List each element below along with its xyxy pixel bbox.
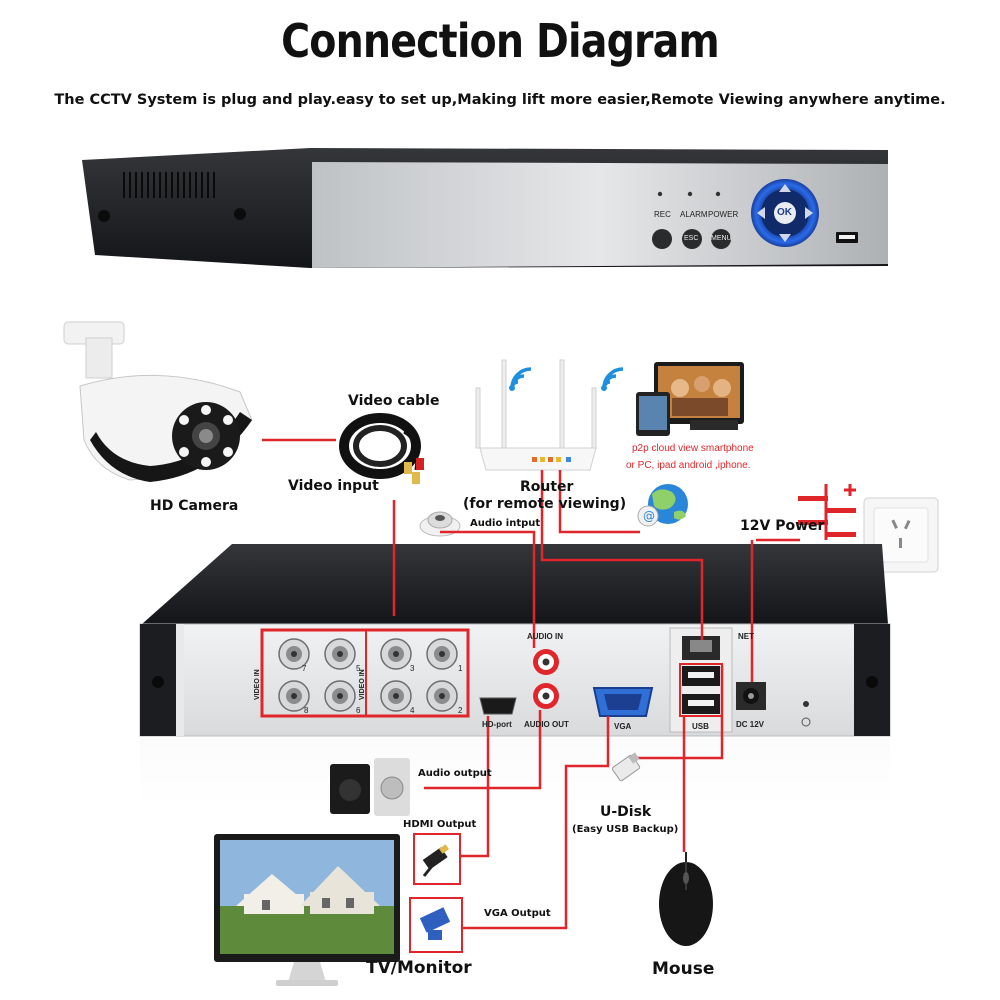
dvr-rear-unit xyxy=(139,544,891,737)
bnc-connectors xyxy=(278,638,458,712)
video-cable-image xyxy=(339,413,424,484)
ch4-label: 4 xyxy=(410,706,415,715)
usb-disk-image xyxy=(611,752,641,782)
audio-in-label: AUDIO IN xyxy=(527,632,563,641)
ok-button[interactable] xyxy=(774,202,796,224)
vga-output-label: VGA Output xyxy=(484,908,551,919)
u-disk-label: U-Disk xyxy=(600,804,652,820)
audio-input-label: Audio intput xyxy=(470,518,541,529)
speaker-image xyxy=(330,758,410,816)
vga-cable-image xyxy=(409,897,463,953)
hdmi-cable-image xyxy=(413,833,461,885)
left-arrow-icon xyxy=(757,207,765,219)
ch6-label: 6 xyxy=(356,706,361,715)
dvr-front-unit xyxy=(82,148,888,268)
connection-lines xyxy=(262,438,800,930)
usb-port xyxy=(682,666,720,686)
hdmi-port xyxy=(479,697,517,715)
hd-camera-label: HD Camera xyxy=(150,498,239,514)
wifi-icon xyxy=(510,367,532,389)
router-image xyxy=(475,359,597,471)
vga-port xyxy=(592,687,654,717)
page-subtitle: The CCTV System is plug and play.easy to… xyxy=(54,92,946,108)
ch1-label: 1 xyxy=(458,664,463,673)
u-disk-note-label: (Easy USB Backup) xyxy=(572,824,679,835)
ch5-label: 5 xyxy=(356,664,361,673)
hdmi-output-label: HDMI Output xyxy=(403,819,477,830)
mouse-image xyxy=(659,852,713,946)
svg-text:@: @ xyxy=(643,509,655,523)
hd-camera-image xyxy=(63,321,253,482)
right-arrow-icon xyxy=(805,207,813,219)
screw-hole xyxy=(234,208,246,220)
power-label: POWER xyxy=(708,210,739,219)
video-in-label: VIDEO IN xyxy=(254,669,261,700)
power-12v-label: 12V Power xyxy=(740,518,825,534)
wifi-icon xyxy=(602,367,624,389)
net-label: NET xyxy=(738,632,754,641)
dc-power-symbol xyxy=(798,484,856,540)
esc-button[interactable] xyxy=(682,229,702,249)
alarm-label: ALARM xyxy=(680,210,708,219)
ok-text: OK xyxy=(777,207,792,218)
audio-output-label: Audio output xyxy=(418,768,492,779)
hd-port-label: HD-port xyxy=(482,720,512,729)
ch3-label: 3 xyxy=(410,664,415,673)
tv-monitor-image xyxy=(214,834,400,986)
ch7-label: 7 xyxy=(302,664,307,673)
router-label: Router xyxy=(520,479,574,495)
usb-label: USB xyxy=(692,722,709,731)
p2p-label-line2: or PC, ipad android ,iphone. xyxy=(626,460,751,471)
down-arrow-icon xyxy=(779,234,791,242)
microphone-image xyxy=(419,511,461,537)
mouse-label: Mouse xyxy=(652,959,715,979)
menu-text: MENU xyxy=(711,235,732,242)
page-title: Connection Diagram xyxy=(281,14,720,68)
globe-icon: @ xyxy=(637,484,688,527)
video-input-label: Video input xyxy=(288,478,379,494)
audio-out-jack xyxy=(533,683,559,709)
front-silver-face xyxy=(312,162,888,268)
tv-monitor-label: TV/Monitor xyxy=(366,958,472,978)
vga-label: VGA xyxy=(614,722,632,731)
video-in-label-2: VIDEO IN xyxy=(359,669,366,700)
ch2-label: 2 xyxy=(458,706,463,715)
usb-port xyxy=(682,694,720,714)
up-arrow-icon xyxy=(779,184,791,192)
vent-slots xyxy=(123,172,215,198)
dc12v-label: DC 12V xyxy=(736,720,765,729)
dc-jack xyxy=(736,682,766,710)
audio-in-jack xyxy=(533,649,559,675)
rec-button[interactable] xyxy=(652,229,672,249)
ch8-label: 8 xyxy=(304,706,309,715)
screw-hole xyxy=(98,210,110,222)
router-note-label: (for remote viewing) xyxy=(463,496,627,512)
esc-text: ESC xyxy=(684,235,699,242)
audio-out-label: AUDIO OUT xyxy=(524,720,569,729)
menu-button[interactable] xyxy=(711,229,731,249)
video-cable-label: Video cable xyxy=(348,393,440,409)
remote-devices-image xyxy=(636,362,744,436)
rec-label: REC xyxy=(654,210,671,219)
p2p-label-line1: p2p cloud view smartphone xyxy=(632,443,754,454)
